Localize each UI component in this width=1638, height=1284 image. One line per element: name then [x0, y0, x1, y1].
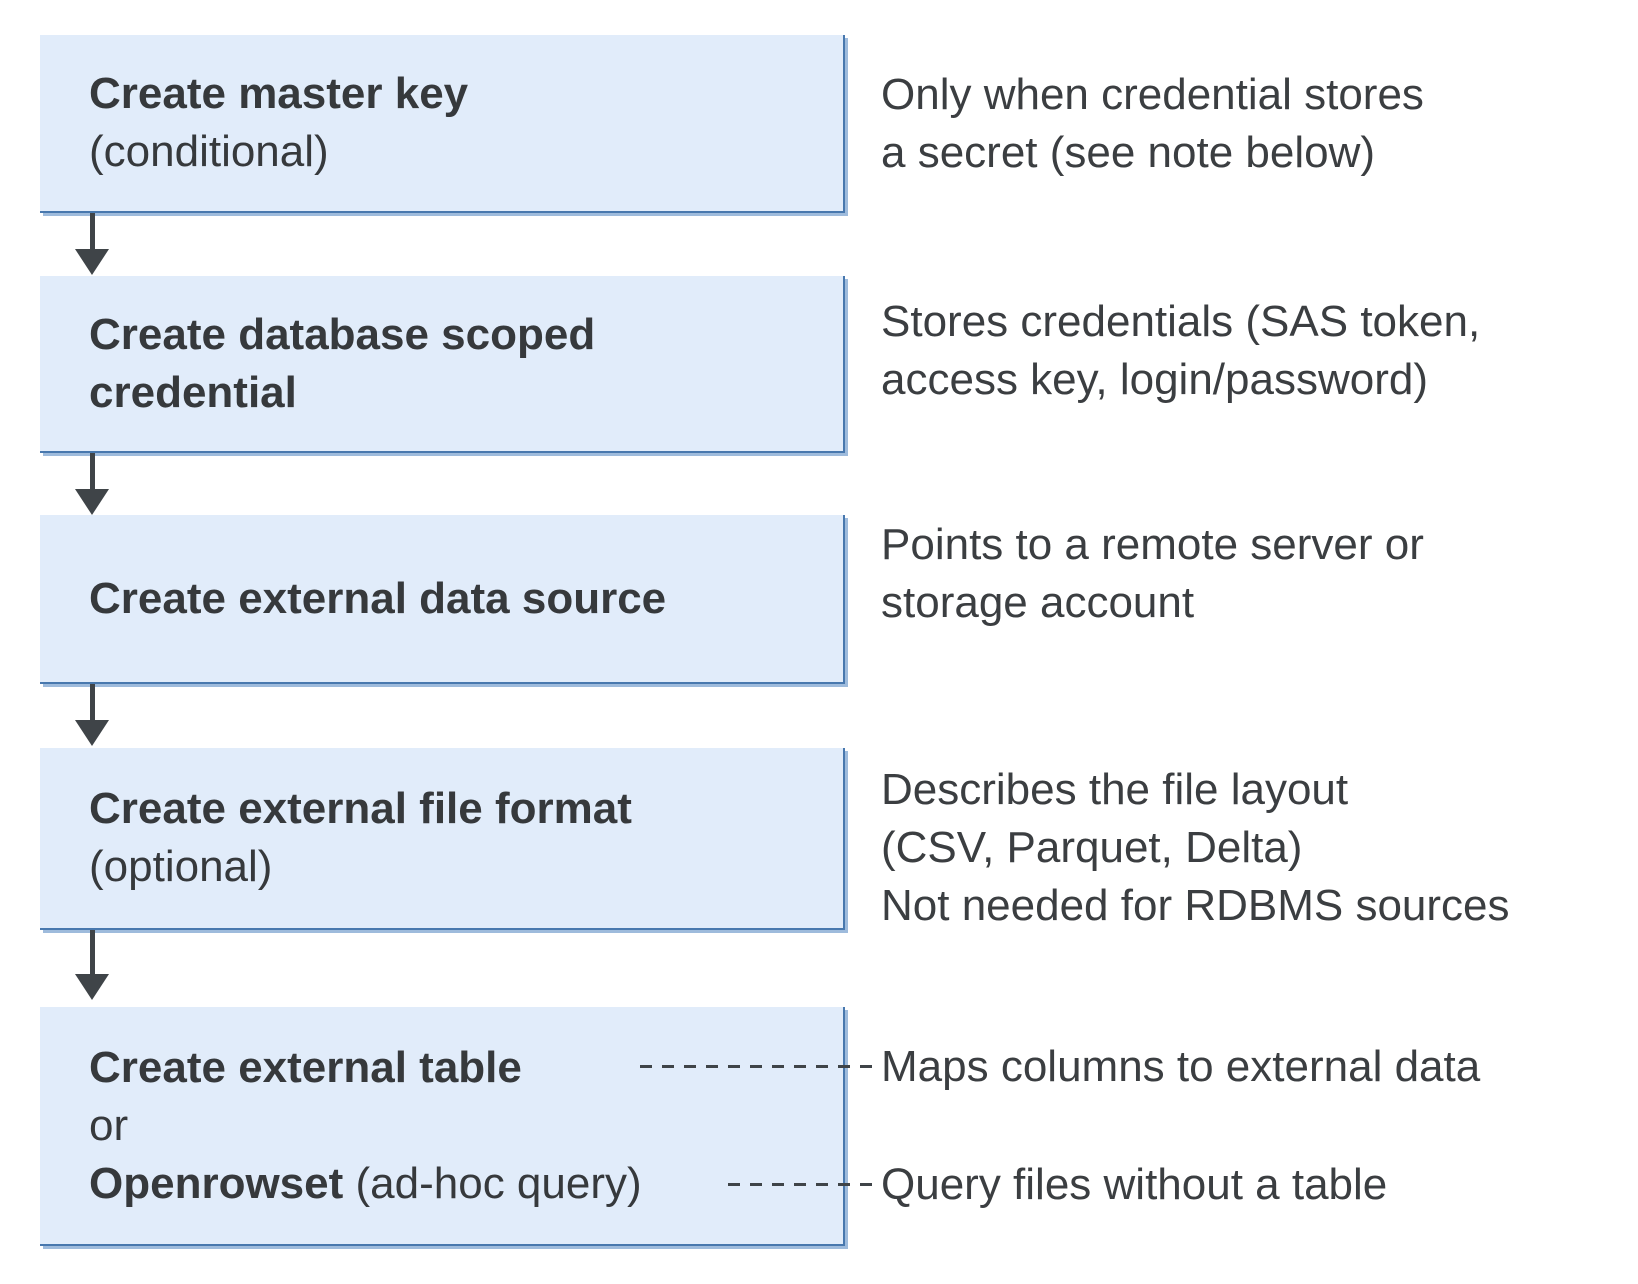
step-subtitle: (optional)	[89, 842, 273, 891]
step-alt-title: Openrowset (ad-hoc query)	[89, 1155, 843, 1213]
note-external-file-format: Describes the file layout (CSV, Parquet,…	[881, 761, 1510, 935]
step-box-create-external-data-source: Create external data source	[40, 515, 845, 684]
note-line: a secret (see note below)	[881, 128, 1376, 177]
step-subtitle: (conditional)	[89, 127, 329, 176]
or-label: or	[89, 1100, 129, 1150]
step-title: Create external file format	[89, 784, 632, 833]
note-line: (CSV, Parquet, Delta)	[881, 823, 1303, 872]
arrow-shaft	[90, 684, 95, 722]
note-external-table: Maps columns to external data	[881, 1038, 1480, 1096]
note-master-key: Only when credential stores a secret (se…	[881, 66, 1424, 182]
step-box-create-database-scoped-credential: Create database scoped credential	[40, 276, 845, 453]
arrow-head	[75, 249, 109, 275]
note-line: Points to a remote server or	[881, 520, 1424, 569]
step-box-create-external-file-format: Create external file format (optional)	[40, 748, 845, 930]
step-title-line1: Create database scoped	[89, 309, 596, 359]
arrow-shaft	[90, 930, 95, 976]
note-line: Not needed for RDBMS sources	[881, 881, 1510, 930]
adhoc-query-label: (ad-hoc query)	[343, 1158, 642, 1208]
arrow-shaft	[90, 213, 95, 251]
step-title-line2: credential	[89, 367, 297, 417]
arrow-head	[75, 720, 109, 746]
note-database-scoped-credential: Stores credentials (SAS token, access ke…	[881, 293, 1480, 409]
arrow-head	[75, 974, 109, 1000]
openrowset-label: Openrowset	[89, 1158, 344, 1208]
arrow-shaft	[90, 453, 95, 491]
note-line: access key, login/password)	[881, 355, 1428, 404]
step-title: Create master key	[89, 69, 469, 118]
step-title: Create external table	[89, 1042, 522, 1092]
note-line: storage account	[881, 578, 1195, 627]
dashed-connector-external-table	[640, 1065, 872, 1068]
arrow-head	[75, 489, 109, 515]
note-line: Only when credential stores	[881, 70, 1424, 119]
note-line: Maps columns to external data	[881, 1042, 1481, 1091]
dashed-connector-openrowset	[728, 1183, 874, 1186]
note-external-data-source: Points to a remote server or storage acc…	[881, 516, 1424, 632]
step-box-create-master-key: Create master key (conditional)	[40, 35, 845, 213]
step-title: Create external data source	[89, 573, 667, 623]
note-line: Query files without a table	[881, 1160, 1388, 1209]
note-line: Stores credentials (SAS token,	[881, 297, 1481, 346]
note-line: Describes the file layout	[881, 765, 1349, 814]
note-openrowset: Query files without a table	[881, 1156, 1387, 1214]
step-box-create-external-table-or-openrowset: Create external table or Openrowset (ad-…	[40, 1007, 845, 1246]
